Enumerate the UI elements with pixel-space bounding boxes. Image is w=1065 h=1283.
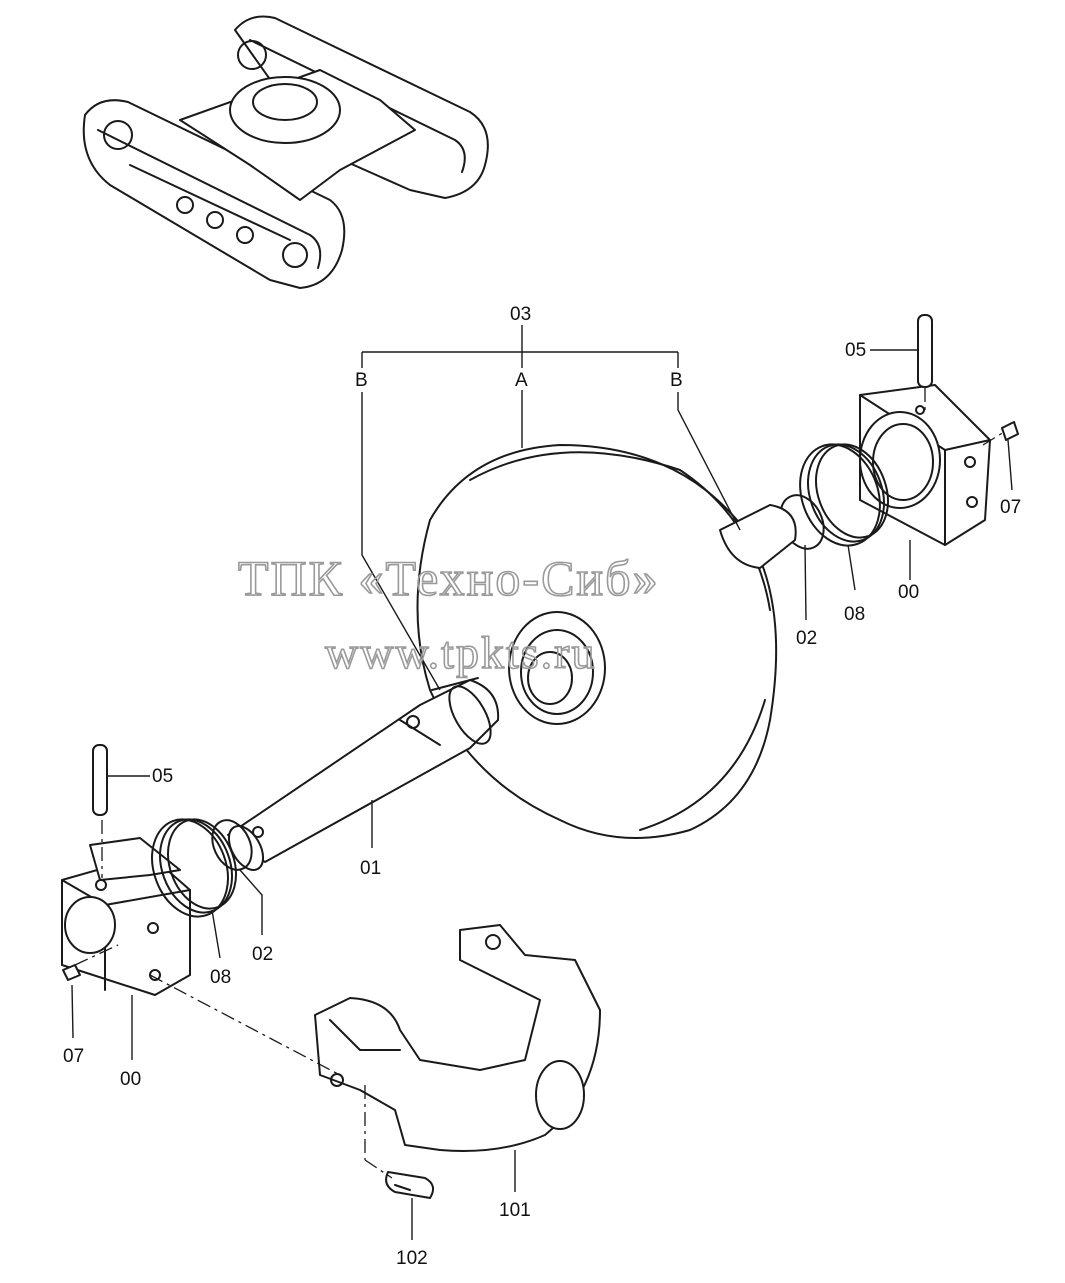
collar-right (719, 504, 797, 569)
ring-left (211, 819, 253, 871)
plug-left (62, 964, 81, 981)
plug-right (1001, 421, 1019, 441)
callout-B-right: B (670, 370, 683, 391)
callout-102: 102 (396, 1248, 428, 1269)
bracket-left (61, 837, 191, 996)
callout-labels: 03 A B B 05 07 00 08 02 05 01 02 08 07 0… (63, 304, 1021, 1269)
callout-B-left: B (355, 370, 368, 391)
callout-03: 03 (510, 304, 531, 325)
watermark-line2: www.tpkts.ru (325, 627, 596, 678)
assembly-bracket (361, 325, 741, 691)
callout-00-right: 00 (898, 582, 919, 603)
callout-00-left: 00 (120, 1069, 141, 1090)
callout-07-left: 07 (63, 1046, 84, 1067)
callout-A: A (515, 370, 528, 391)
callout-101: 101 (499, 1200, 531, 1221)
pin-left (92, 744, 108, 816)
shaft (227, 677, 500, 871)
bracket-right (859, 384, 991, 546)
callout-05-right: 05 (845, 340, 866, 361)
watermark-line1: ТПК «Техно-Сиб» (238, 550, 660, 606)
undercarriage-overview (82, 15, 489, 289)
callout-02-right: 02 (796, 628, 817, 649)
watermark: ТПК «Техно-Сиб» www.tpkts.ru (237, 549, 660, 679)
callout-01: 01 (360, 858, 381, 879)
yoke (314, 924, 601, 1152)
callout-08-left: 08 (210, 967, 231, 988)
pin-right (917, 314, 933, 388)
callout-02-left: 02 (252, 944, 273, 965)
seal-right (799, 443, 889, 547)
callout-07-right: 07 (1000, 497, 1021, 518)
bolt (385, 1171, 435, 1199)
callout-08-right: 08 (844, 604, 865, 625)
callout-05-left: 05 (152, 766, 173, 787)
leader-lines (71, 349, 1013, 1240)
center-lines (74, 388, 1005, 1179)
